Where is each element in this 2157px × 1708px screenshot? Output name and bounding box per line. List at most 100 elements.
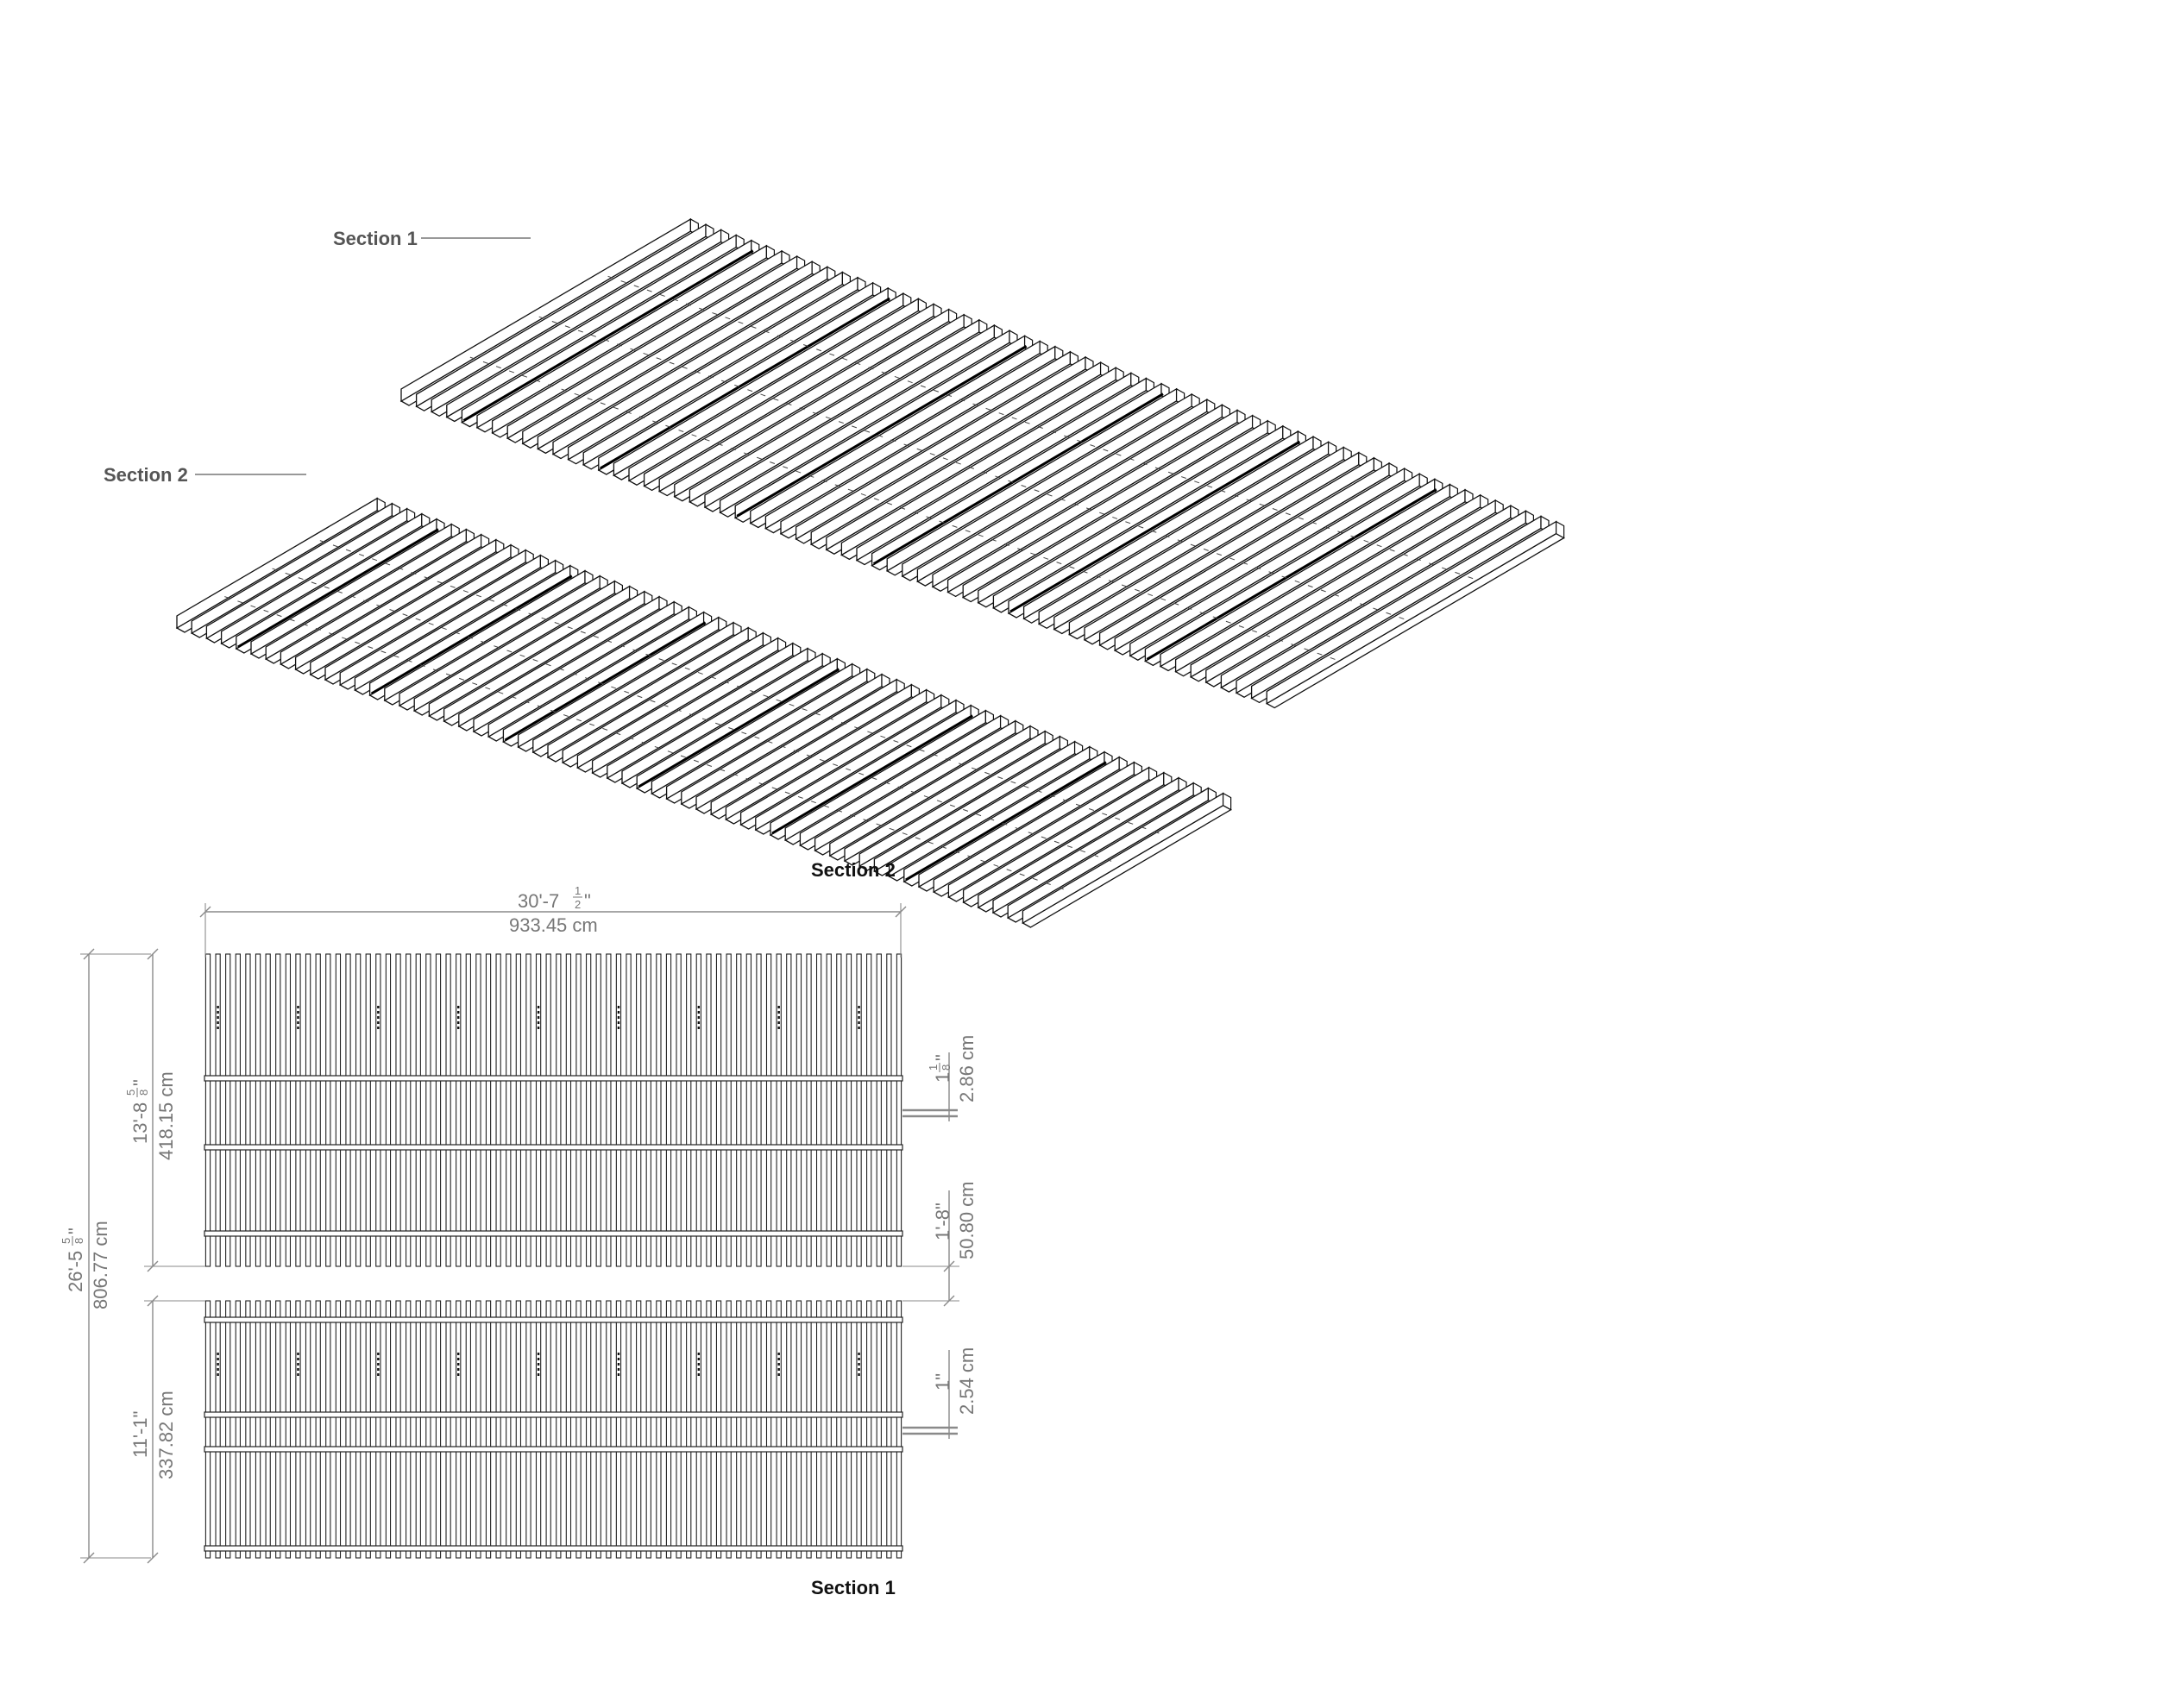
plan-slat bbox=[856, 1300, 862, 1559]
plan-slat bbox=[255, 953, 261, 1267]
width-imperial-main: 30'-7 bbox=[518, 890, 559, 912]
plan-slat bbox=[335, 953, 342, 1267]
gap-metric: 50.80 cm bbox=[956, 1182, 978, 1260]
plan-slat bbox=[606, 1300, 612, 1559]
plan-slat bbox=[776, 953, 782, 1267]
plan-slat bbox=[876, 1300, 882, 1559]
dimension-section-gap: 1'-8" 50.80 cm bbox=[902, 1182, 978, 1307]
iso-slat-dark-edge bbox=[771, 714, 973, 835]
s2-thickness-imperial-den: 8 bbox=[940, 1064, 953, 1071]
plan-slat bbox=[806, 1300, 812, 1559]
s2-thickness-imperial-tail: " bbox=[932, 1054, 953, 1061]
plan-slat bbox=[305, 953, 311, 1267]
plan-slat bbox=[215, 953, 221, 1267]
s1-thickness-imperial: 1" bbox=[932, 1373, 953, 1391]
plan-slat bbox=[515, 1300, 522, 1559]
plan-section-2 bbox=[204, 953, 903, 1267]
plan-slat bbox=[425, 953, 431, 1267]
plan-slat bbox=[385, 1300, 392, 1559]
plan-slat bbox=[245, 1300, 251, 1559]
iso-slat-dark-edge bbox=[736, 345, 1028, 518]
plan-slat bbox=[535, 953, 542, 1267]
plan-slat bbox=[736, 1300, 742, 1559]
iso-section-2 bbox=[175, 497, 1232, 928]
iso-slat-dark-edge bbox=[462, 249, 754, 422]
plan-slat bbox=[776, 1300, 782, 1559]
width-imperial-num: 1 bbox=[575, 884, 581, 897]
plan-slat bbox=[796, 953, 802, 1267]
plan-slat bbox=[565, 953, 572, 1267]
plan-slat bbox=[305, 1300, 311, 1559]
section2-depth-imperial-den: 8 bbox=[137, 1089, 150, 1096]
iso-slat-dark-edge bbox=[638, 668, 840, 788]
s2-thickness-metric: 2.86 cm bbox=[956, 1035, 978, 1102]
plan-slat bbox=[456, 1300, 462, 1559]
plan-slat bbox=[726, 953, 732, 1267]
plan-slat bbox=[876, 953, 882, 1267]
plan-slat bbox=[325, 1300, 331, 1559]
plan-slat bbox=[275, 953, 281, 1267]
plan-slat bbox=[506, 953, 512, 1267]
plan-rail bbox=[204, 1316, 903, 1323]
plan-slat bbox=[765, 1300, 772, 1559]
plan-slat bbox=[385, 953, 392, 1267]
plan-slat bbox=[565, 1300, 572, 1559]
plan-slat bbox=[204, 953, 211, 1267]
plan-slat bbox=[786, 953, 792, 1267]
plan-slat bbox=[515, 953, 522, 1267]
plan-slat bbox=[706, 1300, 712, 1559]
section2-depth-imperial-main: 13'-8 bbox=[129, 1102, 151, 1144]
plan-slat bbox=[695, 1300, 701, 1559]
plan-slat bbox=[846, 953, 852, 1267]
plan-slat bbox=[786, 1300, 792, 1559]
plan-slat bbox=[415, 953, 421, 1267]
plan-slat bbox=[656, 953, 662, 1267]
plan-slat bbox=[556, 953, 562, 1267]
iso-slat-end bbox=[1222, 792, 1232, 811]
plan-slat bbox=[445, 1300, 451, 1559]
plan-slat bbox=[435, 1300, 442, 1559]
plan-slat bbox=[365, 1300, 371, 1559]
plan-slat bbox=[645, 1300, 651, 1559]
s2-thickness-imperial-main: 1 bbox=[932, 1072, 953, 1083]
depth-imperial-main: 26'-5 bbox=[65, 1251, 86, 1292]
dimension-overall-depth: 26'-5 5 8 " 806.77 cm bbox=[60, 948, 151, 1564]
iso-slat-dark-edge bbox=[370, 575, 573, 695]
plan-slat bbox=[756, 953, 762, 1267]
plan-slat bbox=[315, 953, 321, 1267]
iso-slat-dark-edge bbox=[905, 761, 1107, 882]
iso-label-section-1: Section 1 bbox=[333, 228, 418, 249]
plan-slat bbox=[575, 1300, 582, 1559]
plan-slat bbox=[495, 1300, 501, 1559]
dimension-overall-width: 30'-7 1 2 " 933.45 cm bbox=[199, 884, 907, 958]
plan-slat bbox=[225, 1300, 231, 1559]
plan-slat bbox=[896, 953, 902, 1267]
plan-slat bbox=[896, 1300, 902, 1559]
plan-slat bbox=[665, 953, 672, 1267]
plan-title-section-1: Section 1 bbox=[811, 1577, 896, 1598]
plan-slat bbox=[285, 1300, 292, 1559]
section2-depth-imperial-tail: " bbox=[129, 1079, 151, 1086]
s2-thickness-imperial-num: 1 bbox=[927, 1064, 940, 1071]
plan-slat bbox=[866, 953, 872, 1267]
plan-slat bbox=[756, 1300, 762, 1559]
section2-depth-imperial-num: 5 bbox=[124, 1089, 137, 1096]
plan-slat bbox=[745, 953, 752, 1267]
iso-slat-dark-edge bbox=[1009, 440, 1301, 613]
plan-slat bbox=[796, 1300, 802, 1559]
plan-slat bbox=[846, 1300, 852, 1559]
depth-imperial-den: 8 bbox=[72, 1238, 85, 1244]
plan-slat bbox=[686, 1300, 692, 1559]
plan-slat bbox=[815, 953, 822, 1267]
plan-slat bbox=[345, 1300, 351, 1559]
plan-slat bbox=[676, 1300, 682, 1559]
plan-slat bbox=[836, 1300, 842, 1559]
plan-slat bbox=[204, 1300, 211, 1559]
plan-slat bbox=[535, 1300, 542, 1559]
width-imperial-tail: " bbox=[584, 890, 591, 912]
depth-imperial-tail: " bbox=[65, 1228, 86, 1234]
plan-slat bbox=[715, 1300, 722, 1559]
gap-imperial: 1'-8" bbox=[932, 1203, 953, 1240]
svg-text:30'-7: 30'-7 bbox=[518, 890, 559, 912]
plan-slat bbox=[525, 953, 531, 1267]
